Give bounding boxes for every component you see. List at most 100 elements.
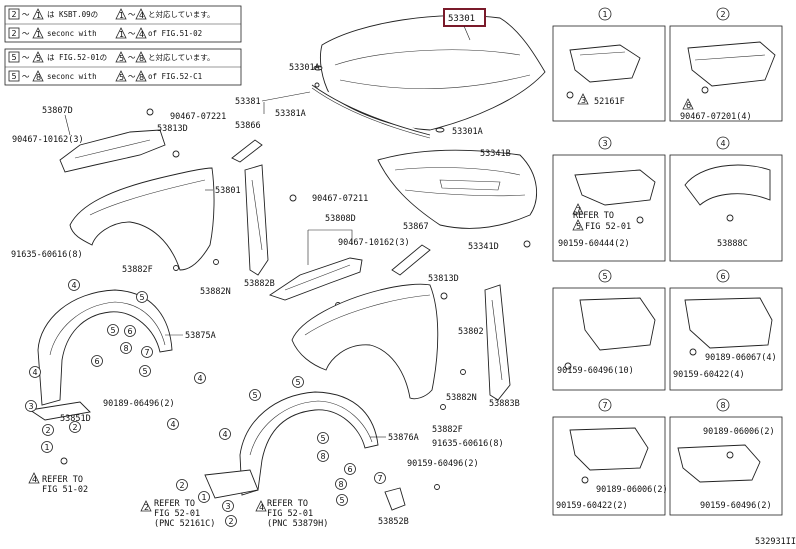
svg-text:8: 8 xyxy=(321,452,326,461)
svg-text:5: 5 xyxy=(119,54,124,63)
hood-part-number: 53301 xyxy=(448,14,475,24)
fender-shield-left[interactable] xyxy=(28,401,91,421)
label-53875a: 53875A xyxy=(185,331,216,341)
ref-left-fig[interactable]: FIG 51-02 xyxy=(42,485,88,495)
svg-text:6: 6 xyxy=(348,465,353,474)
ref-left-text[interactable]: REFER TO xyxy=(42,475,83,485)
svg-text:4: 4 xyxy=(198,374,203,383)
clip-882n-left-icon[interactable] xyxy=(213,259,219,265)
hood-stopper-rear[interactable] xyxy=(435,127,445,133)
hood-part[interactable] xyxy=(319,15,546,131)
bolt-rear-icon[interactable] xyxy=(146,108,154,116)
label-53866: 53866 xyxy=(235,121,261,131)
clip-882f-left-icon[interactable] xyxy=(173,265,179,271)
svg-text:～: ～ xyxy=(128,29,136,38)
fender-right-part[interactable] xyxy=(291,283,439,400)
ref-r-fig[interactable]: FIG 52-01 xyxy=(267,509,313,519)
label-53807d: 53807D xyxy=(42,106,73,116)
svg-text:2: 2 xyxy=(180,481,185,490)
liner-right-clip[interactable] xyxy=(434,484,440,490)
label-53301a-front: 53301A xyxy=(289,63,320,73)
ref-r-warning-icon xyxy=(255,500,267,512)
label-91635-60616-left: 91635-60616(8) xyxy=(11,250,83,260)
fender-shield-right[interactable] xyxy=(384,487,406,511)
fender-left-part[interactable] xyxy=(69,167,215,271)
label-53882f-left: 53882F xyxy=(122,265,153,275)
svg-text:～: ～ xyxy=(128,53,136,62)
svg-text:7: 7 xyxy=(576,206,581,215)
detail-box-5[interactable]: 5 90159-60496(10) xyxy=(552,269,666,391)
fender-stay-right[interactable] xyxy=(391,244,431,276)
label-90189-06496: 90189-06496(2) xyxy=(103,399,175,409)
note-2-line-2: seconc with xyxy=(47,72,97,81)
svg-text:～: ～ xyxy=(128,10,136,19)
fender-apron-seal-left[interactable] xyxy=(244,164,269,276)
label-53813d-left: 53813D xyxy=(157,124,188,134)
ref-mid-fig[interactable]: FIG 52-01 xyxy=(154,509,200,519)
svg-text:2: 2 xyxy=(12,29,17,38)
ref-r-pnc: (PNC 53879H) xyxy=(267,519,328,529)
label-53851d: 53851D xyxy=(60,414,91,424)
ref-r-text[interactable]: REFER TO xyxy=(267,499,308,509)
detail-box-2[interactable]: 2 6 90467-07201(4) xyxy=(669,7,783,122)
detail-box-1[interactable]: 1 3 52161F xyxy=(552,7,666,122)
detail-3-fig[interactable]: FIG 52-01 xyxy=(585,222,631,232)
detail-box-3[interactable]: 3 7 REFER TO 5 FIG 52-01 90159-60444(2) xyxy=(552,136,666,262)
svg-text:3: 3 xyxy=(581,96,586,105)
detail-box-4[interactable]: 4 53888C xyxy=(669,136,783,262)
label-90467-07221: 90467-07221 xyxy=(170,112,226,122)
ref-mid-text[interactable]: REFER TO xyxy=(154,499,195,509)
svg-text:～: ～ xyxy=(22,53,30,62)
fender-liner-right[interactable] xyxy=(239,391,379,496)
note-1-icons: 2 1 1 4 2 1 1 4 xyxy=(8,8,147,39)
detail-6-label-1: 90189-06067(4) xyxy=(705,353,777,363)
svg-text:5: 5 xyxy=(143,367,148,376)
label-53883b: 53883B xyxy=(489,399,520,409)
svg-text:5: 5 xyxy=(36,54,41,63)
svg-text:8: 8 xyxy=(124,344,129,353)
svg-text:4: 4 xyxy=(721,139,726,148)
svg-text:8: 8 xyxy=(36,73,41,82)
label-53867: 53867 xyxy=(403,222,429,232)
liner-left-clip[interactable] xyxy=(60,457,68,465)
note-1-line-2: seconc with xyxy=(47,29,97,38)
fender-liner-left[interactable] xyxy=(37,289,173,406)
hood-seal-clip[interactable] xyxy=(314,82,320,88)
bolt-mid-icon[interactable] xyxy=(289,194,297,202)
detail-box-6[interactable]: 6 90189-06067(4) 90159-60422(4) xyxy=(669,269,783,391)
fender-rear-bracket-left[interactable] xyxy=(59,129,166,173)
svg-text:5: 5 xyxy=(340,496,345,505)
insulator-clip[interactable] xyxy=(523,240,531,248)
svg-text:～: ～ xyxy=(128,72,136,81)
label-53381a: 53381A xyxy=(275,109,306,119)
hood-insulator-part[interactable] xyxy=(377,149,537,229)
detail-3-clip: 90159-60444(2) xyxy=(558,239,630,249)
label-53876a: 53876A xyxy=(388,433,419,443)
fender-pad-right[interactable] xyxy=(440,292,448,300)
label-90467-10162-mid: 90467-10162(3) xyxy=(338,238,410,248)
fender-pad-left[interactable] xyxy=(172,150,180,158)
svg-text:8: 8 xyxy=(339,480,344,489)
detail-box-8[interactable]: 8 90189-06006(2) 90159-60496(2) xyxy=(669,398,783,516)
fender-rear-bracket-mid[interactable] xyxy=(268,257,363,301)
svg-text:6: 6 xyxy=(95,357,100,366)
svg-text:5: 5 xyxy=(576,222,581,231)
detail-box-7[interactable]: 7 90189-06006(2) 90159-60422(2) xyxy=(552,398,668,516)
detail-7-label-2: 90159-60422(2) xyxy=(556,501,628,511)
detail-3-ref[interactable]: REFER TO xyxy=(573,211,614,221)
svg-text:5: 5 xyxy=(321,434,326,443)
fender-stay-left[interactable] xyxy=(231,139,263,163)
svg-text:4: 4 xyxy=(171,420,176,429)
clip-882n-right-icon[interactable] xyxy=(460,369,466,375)
svg-text:3: 3 xyxy=(603,139,608,148)
label-53852b: 53852B xyxy=(378,517,409,527)
fender-apron-seal-right[interactable] xyxy=(484,284,511,401)
clip-882f-right-icon[interactable] xyxy=(440,404,446,410)
hood-label-highlight[interactable]: 53301 xyxy=(443,8,486,27)
svg-text:1: 1 xyxy=(36,30,41,39)
label-53882f-right: 53882F xyxy=(432,425,463,435)
hood-seal-part[interactable] xyxy=(311,84,431,139)
svg-text:1: 1 xyxy=(119,30,124,39)
fender-bracket-bottom[interactable] xyxy=(204,469,259,499)
svg-text:1: 1 xyxy=(119,11,124,20)
